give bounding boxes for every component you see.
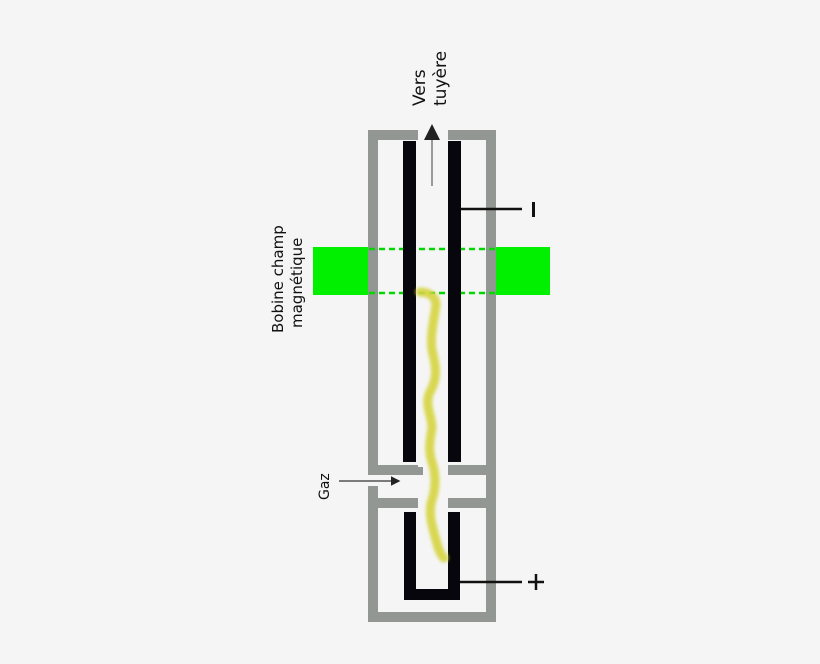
coil-left-block bbox=[313, 247, 369, 295]
cathode bbox=[403, 141, 461, 462]
coil-right-block bbox=[495, 247, 550, 295]
cathode-left-bar bbox=[403, 141, 416, 462]
plasma-arc bbox=[415, 287, 449, 563]
coil-label-line1: Bobine champ bbox=[269, 225, 287, 333]
cathode-right-bar bbox=[448, 141, 461, 462]
casing-lower-left bbox=[368, 470, 496, 622]
casing-upper-left bbox=[368, 130, 423, 475]
magnetic-coil bbox=[313, 247, 550, 295]
casing bbox=[368, 130, 496, 622]
coil-label-line2: magnétique bbox=[288, 238, 306, 328]
outlet-label-line2: tuyère bbox=[431, 51, 451, 106]
gas-label: Gaz bbox=[317, 473, 333, 500]
anode bbox=[404, 512, 460, 600]
coil-field-lines bbox=[369, 247, 495, 295]
outlet-label-line1: Vers bbox=[410, 69, 430, 106]
outlet-label: Vers tuyère bbox=[410, 51, 451, 106]
anode-sign bbox=[528, 574, 544, 590]
cathode-sign bbox=[532, 202, 535, 217]
coil-label: Bobine champ magnétique bbox=[269, 225, 306, 333]
gas-label-text: Gaz bbox=[317, 473, 333, 500]
casing-upper-right bbox=[448, 130, 496, 475]
